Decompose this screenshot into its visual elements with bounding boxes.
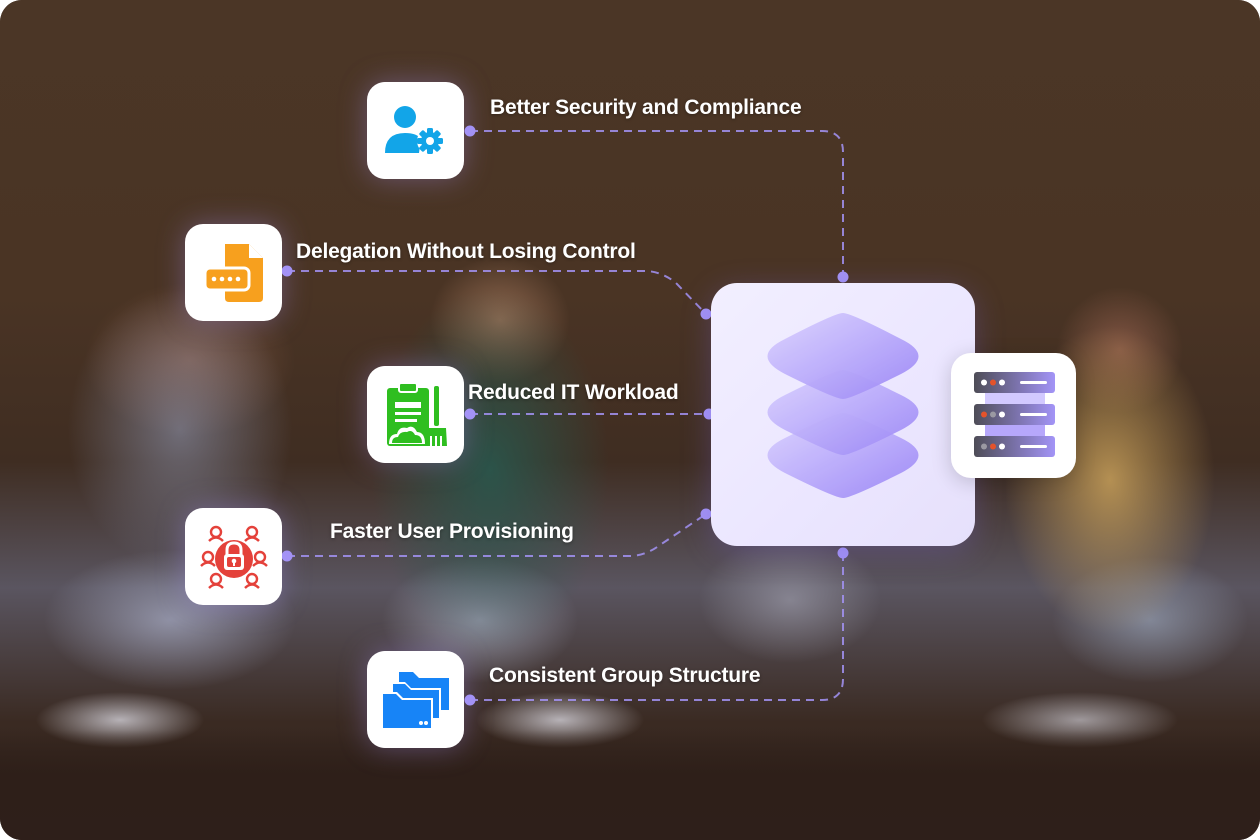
benefit-card-group <box>367 651 464 748</box>
background-table-shade <box>0 730 1260 840</box>
connector-dot <box>464 125 476 137</box>
connector-dot <box>703 408 715 420</box>
connector-dot <box>464 694 476 706</box>
server-card <box>951 353 1076 478</box>
connector-dot <box>700 508 712 520</box>
stacked-layers-icon <box>767 313 919 498</box>
server-rack-icon <box>974 372 1055 457</box>
connector-dot <box>464 408 476 420</box>
benefit-card-delegation <box>185 224 282 321</box>
connector-dot <box>700 308 712 320</box>
connector-dot <box>837 547 849 559</box>
benefit-card-security <box>367 82 464 179</box>
benefit-label-delegation: Delegation Without Losing Control <box>296 240 636 263</box>
benefit-card-provisioning <box>185 508 282 605</box>
folders-icon <box>382 671 449 728</box>
user-gear-icon <box>384 105 443 154</box>
clipboard-broom-icon <box>386 381 447 446</box>
benefit-card-workload <box>367 366 464 463</box>
connector-dot <box>281 265 293 277</box>
central-hub-card <box>711 283 975 546</box>
benefit-label-security: Better Security and Compliance <box>490 96 802 119</box>
connector-dot <box>837 271 849 283</box>
benefit-label-group: Consistent Group Structure <box>489 664 761 687</box>
benefit-label-provisioning: Faster User Provisioning <box>330 520 574 543</box>
connector-dot <box>281 550 293 562</box>
document-password-icon <box>203 243 263 302</box>
lock-users-network-icon <box>199 525 268 589</box>
benefit-label-workload: Reduced IT Workload <box>468 381 679 404</box>
